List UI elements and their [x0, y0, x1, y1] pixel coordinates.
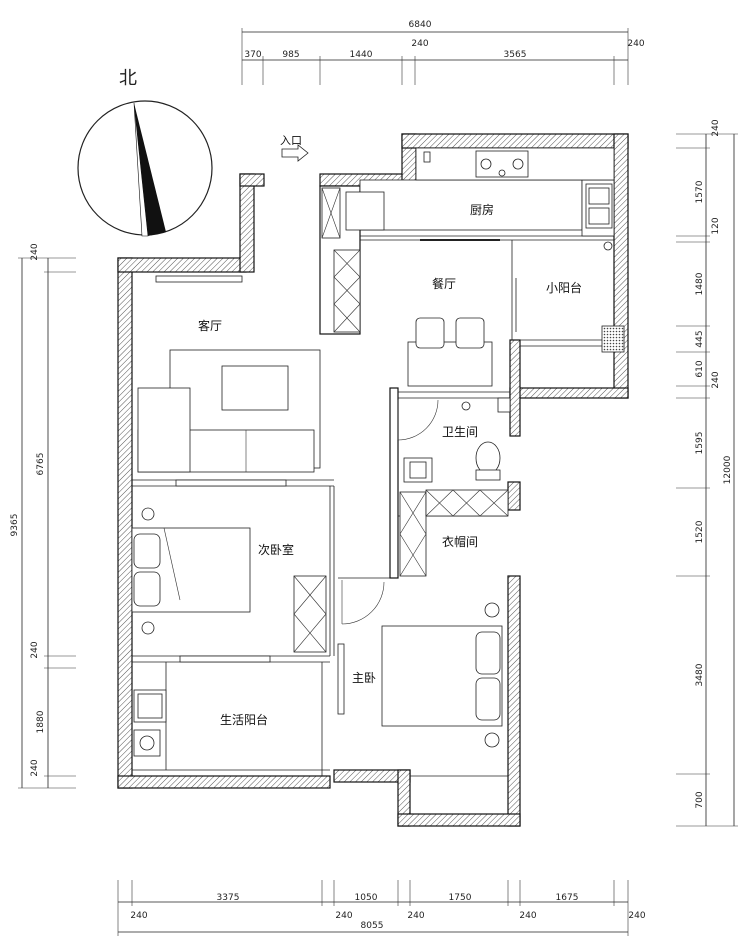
- dim-bottom-1: 3375: [217, 893, 240, 903]
- walls: [117, 133, 629, 827]
- dim-bottom-2: 1050: [355, 893, 378, 903]
- closet-fixtures: [399, 489, 509, 577]
- dim-right-2: 1570: [695, 180, 705, 203]
- dim-top-6: 240: [627, 39, 644, 49]
- dim-left-3: 240: [30, 641, 40, 658]
- dim-right-8: 1595: [695, 432, 705, 455]
- left-dimensions: 9365 240 6765 240 1880 240: [10, 243, 76, 789]
- dim-right-total: 12000: [723, 455, 733, 484]
- compass-needle-icon: [134, 103, 166, 236]
- room-label-kitchen: 厨房: [470, 202, 494, 217]
- dim-left-1: 240: [30, 243, 40, 260]
- lamp-icon: [484, 732, 500, 748]
- dim-right-3: 120: [711, 217, 721, 234]
- fridge-icon: [345, 191, 385, 231]
- room-label-master-bedroom: 主卧: [352, 671, 376, 685]
- kitchen-fixtures: [321, 147, 615, 333]
- north-label: 北: [119, 68, 137, 89]
- dim-bottom-3: 1750: [449, 893, 472, 903]
- bottom-dimensions: 3375 1050 1750 1675 240 240 240 240 240 …: [117, 880, 646, 936]
- master-bedroom-fixtures: [337, 580, 503, 748]
- burner-icon: [480, 158, 492, 170]
- north-compass: 北: [77, 68, 213, 237]
- dim-bottom-4: 1675: [556, 893, 579, 903]
- lamp-icon: [141, 507, 155, 521]
- dim-left-total: 9365: [10, 514, 20, 537]
- dining-fixtures: [407, 278, 517, 387]
- dining-chair: [415, 317, 445, 349]
- dim-left-4: 1880: [36, 710, 46, 733]
- dim-top-4: 240: [411, 39, 428, 49]
- dim-left-5: 240: [30, 759, 40, 776]
- dim-right-10: 3480: [695, 663, 705, 686]
- room-label-bathroom: 卫生间: [442, 425, 478, 439]
- second-bedroom-fixtures: [131, 479, 327, 653]
- room-label-utility-balcony: 生活阳台: [220, 712, 268, 727]
- dining-table: [407, 341, 493, 387]
- interior-lines: [132, 235, 614, 777]
- dim-right-5: 445: [695, 330, 705, 347]
- bathroom-fixtures: [397, 397, 511, 483]
- dim-top-1: 370: [244, 50, 261, 60]
- dim-bottom-w1: 240: [130, 911, 147, 921]
- top-dimensions: 6840 370 985 1440 240 3565 240: [241, 20, 645, 85]
- wardrobe: [293, 575, 327, 653]
- dim-right-4: 1480: [695, 272, 705, 295]
- coffee-table: [221, 365, 289, 411]
- toilet-icon: [475, 441, 501, 475]
- living-fixtures: [137, 275, 321, 473]
- room-label-second-bedroom: 次卧室: [258, 542, 294, 557]
- dim-right-9: 1520: [695, 520, 705, 543]
- dim-right-1: 240: [711, 119, 721, 136]
- dim-left-2: 6765: [36, 453, 46, 476]
- burner-icon: [512, 158, 524, 170]
- dim-top-2: 985: [282, 50, 299, 60]
- entrance-marker: 入口: [280, 134, 309, 162]
- dim-top-total: 6840: [409, 20, 432, 30]
- entrance-label: 入口: [280, 134, 302, 147]
- dining-chair: [455, 317, 485, 349]
- dim-top-3: 1440: [350, 50, 373, 60]
- room-label-living: 客厅: [198, 318, 222, 333]
- dim-bottom-total: 8055: [361, 921, 384, 931]
- room-label-dining: 餐厅: [432, 276, 456, 291]
- room-label-small-balcony: 小阳台: [546, 280, 582, 295]
- small-balcony-fixtures: [601, 241, 625, 353]
- dim-bottom-w4: 240: [519, 911, 536, 921]
- dim-bottom-w2: 240: [335, 911, 352, 921]
- dim-top-5: 3565: [504, 50, 527, 60]
- entrance-arrow-icon: [281, 144, 309, 162]
- dim-right-11: 700: [695, 791, 705, 808]
- right-dimensions: 12000 240 1570 120 1480 445 610 240 1595…: [676, 119, 738, 827]
- lamp-icon: [484, 602, 500, 618]
- tv-cabinet: [155, 275, 243, 283]
- dim-bottom-w5: 240: [628, 911, 645, 921]
- shower-icon: [461, 401, 471, 411]
- lamp-icon: [141, 621, 155, 635]
- dim-right-6: 610: [695, 360, 705, 377]
- utility-balcony-fixtures: [133, 655, 271, 757]
- dim-bottom-w3: 240: [407, 911, 424, 921]
- room-labels: 厨房 餐厅 小阳台 客厅 卫生间 衣帽间 次卧室 主卧 生活阳台: [198, 202, 582, 727]
- dim-right-7: 240: [711, 371, 721, 388]
- room-label-closet: 衣帽间: [442, 534, 478, 549]
